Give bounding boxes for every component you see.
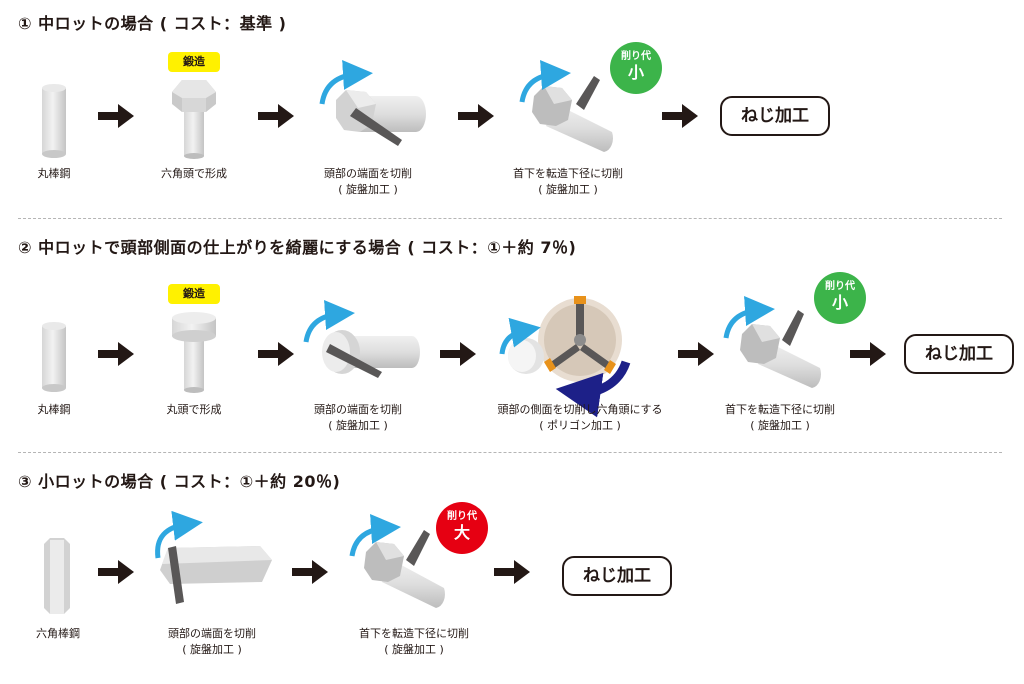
- flow-arrow-icon: [258, 342, 294, 366]
- step-caption-sub: ( 旋盤加工 ): [384, 643, 444, 656]
- section-1-hex-head-blank: [172, 80, 216, 159]
- allowance-value: 小: [831, 293, 848, 312]
- allowance-label: 削り代: [621, 51, 651, 62]
- flow-arrow-icon: [98, 560, 134, 584]
- step-caption-sub: ( 旋盤加工 ): [538, 183, 598, 196]
- step-caption: 頭部の側面を切削し六角頭にする: [497, 403, 663, 416]
- thread-result-box: ねじ加工: [904, 334, 1014, 374]
- flow-arrow-icon: [494, 560, 530, 584]
- section-1-bolt: [519, 60, 613, 152]
- allowance-badge: 削り代 小: [610, 42, 662, 94]
- flow-arrow-icon: [258, 104, 294, 128]
- forging-badge: 鍛造: [168, 284, 220, 304]
- step-caption: 首下を転造下径に切削: [359, 627, 469, 640]
- allowance-label: 削り代: [447, 511, 477, 522]
- section-1-face-cut: [319, 59, 426, 146]
- step-caption: 頭部の端面を切削: [314, 403, 402, 416]
- section-3-title: ③ 小ロットの場合 ( コスト：①＋約 20％): [18, 472, 341, 491]
- flow-arrow-icon: [292, 560, 328, 584]
- section-2-round-head-blank: [172, 312, 216, 393]
- step-caption: 丸棒鋼: [37, 403, 71, 416]
- forging-badge: 鍛造: [168, 52, 220, 72]
- flow-arrow-icon: [850, 342, 886, 366]
- polygon-cutter-icon: [499, 296, 631, 418]
- step-caption: 頭部の端面を切削: [168, 627, 256, 640]
- step-caption: 丸頭で形成: [166, 403, 222, 416]
- section-3-face-cut: [155, 510, 272, 604]
- hex-bar-icon: [44, 538, 70, 614]
- step-caption: 六角頭で形成: [161, 167, 227, 180]
- flow-arrow-icon: [678, 342, 714, 366]
- allowance-value: 小: [627, 63, 644, 82]
- thread-result-box: ねじ加工: [562, 556, 672, 596]
- step-caption: 首下を転造下径に切削: [513, 167, 623, 180]
- allowance-badge: 削り代 大: [436, 502, 488, 554]
- step-caption-sub: ( 旋盤加工 ): [182, 643, 242, 656]
- step-caption: 頭部の端面を切削: [324, 167, 412, 180]
- section-divider: [18, 218, 1002, 219]
- flow-arrow-icon: [458, 104, 494, 128]
- flow-arrow-icon: [440, 342, 476, 366]
- allowance-value: 大: [453, 523, 470, 542]
- step-caption-sub: ( ポリゴン加工 ): [539, 419, 621, 432]
- flow-arrow-icon: [98, 342, 134, 366]
- step-caption: 六角棒鋼: [36, 627, 80, 640]
- step-caption-sub: ( 旋盤加工 ): [750, 419, 810, 432]
- section-3-bolt: [349, 514, 445, 608]
- section-1-title: ① 中ロットの場合 ( コスト：基準 ): [18, 14, 287, 33]
- section-2-round-bar: [42, 322, 66, 392]
- step-caption-sub: ( 旋盤加工 ): [328, 419, 388, 432]
- section-2-title: ② 中ロットで頭部側面の仕上がりを綺麗にする場合 ( コスト：①＋約 7％): [18, 238, 577, 257]
- allowance-label: 削り代: [825, 281, 855, 292]
- section-divider: [18, 452, 1002, 453]
- section-2-face-cut: [303, 300, 420, 378]
- thread-result-box: ねじ加工: [720, 96, 830, 136]
- flow-arrow-icon: [98, 104, 134, 128]
- allowance-badge: 削り代 小: [814, 272, 866, 324]
- section-1-round-bar: [42, 84, 66, 158]
- step-caption: 首下を転造下径に切削: [725, 403, 835, 416]
- step-caption-sub: ( 旋盤加工 ): [338, 183, 398, 196]
- section-2-bolt: [723, 296, 821, 388]
- step-caption: 丸棒鋼: [37, 167, 71, 180]
- flow-arrow-icon: [662, 104, 698, 128]
